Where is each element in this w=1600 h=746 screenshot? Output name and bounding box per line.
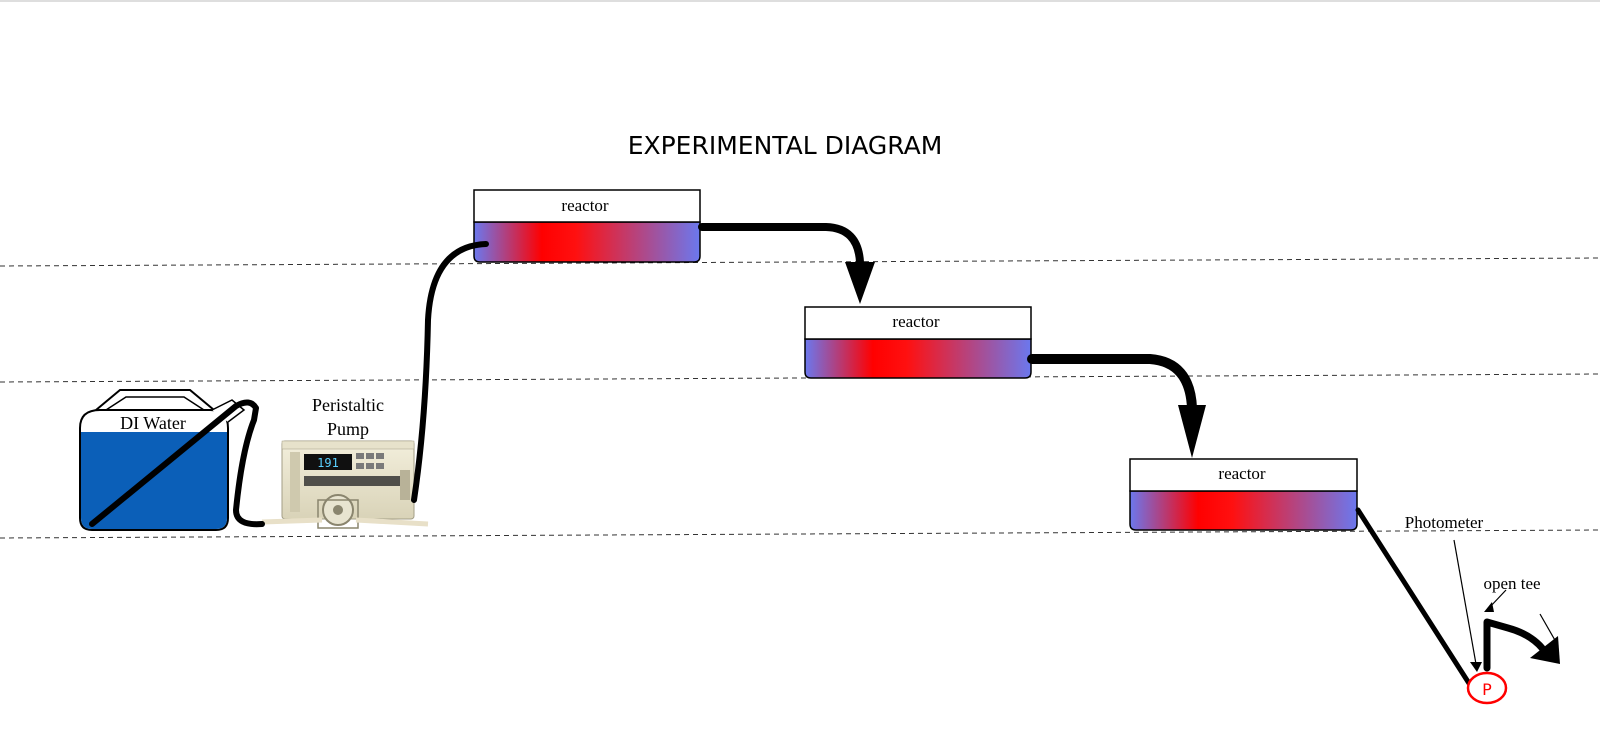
reactor-1-label: reactor bbox=[561, 196, 609, 215]
flow-arrow-1 bbox=[845, 262, 875, 304]
container-handle-inner bbox=[105, 396, 205, 411]
pump-key-1 bbox=[356, 453, 364, 459]
pump-brand-strip bbox=[304, 476, 400, 486]
di-water-container: DI Water bbox=[79, 389, 246, 531]
level-line-2 bbox=[0, 373, 1600, 383]
tube-source-to-pump bbox=[89, 399, 265, 528]
peristaltic-pump: Peristaltic Pump 191 bbox=[261, 395, 429, 529]
pump-display-value: 191 bbox=[317, 456, 339, 470]
pump-inlet-tube bbox=[261, 517, 323, 525]
reactor-1: reactor bbox=[473, 189, 701, 263]
pump-key-3 bbox=[376, 453, 384, 459]
tube-reactor-3-to-photometer bbox=[1355, 507, 1475, 691]
reactor-2-label: reactor bbox=[892, 312, 940, 331]
photometer: Photometer P bbox=[1405, 513, 1508, 705]
pump-key-5 bbox=[366, 463, 374, 469]
level-line-1 bbox=[0, 257, 1600, 267]
pump-switch bbox=[400, 470, 410, 500]
di-water-label: DI Water bbox=[120, 413, 186, 433]
pump-display bbox=[304, 454, 352, 470]
pump-rotor bbox=[333, 505, 343, 515]
photometer-symbol bbox=[1466, 671, 1508, 705]
reactor-3-fluid bbox=[1129, 490, 1358, 531]
tube-photometer-to-tee bbox=[1483, 618, 1546, 672]
pump-top bbox=[281, 440, 415, 450]
pump-key-6 bbox=[376, 463, 384, 469]
reactor-3-label: reactor bbox=[1218, 464, 1266, 483]
tube-reactor-2-to-3 bbox=[1027, 354, 1197, 413]
level-lines bbox=[0, 257, 1600, 539]
diagram-title: EXPERIMENTAL DIAGRAM bbox=[628, 131, 943, 160]
reactor-1-header bbox=[473, 189, 701, 223]
reactor-3-header bbox=[1129, 458, 1358, 492]
reactor-3: reactor bbox=[1129, 458, 1358, 531]
tube-reactor-1-to-2 bbox=[698, 223, 864, 272]
reactor-2-header bbox=[804, 306, 1032, 340]
photometer-pointer-tip bbox=[1470, 662, 1482, 672]
pump-outlet-tube bbox=[355, 517, 429, 527]
pump-side-panel bbox=[290, 452, 300, 512]
outlet-pointer bbox=[1539, 613, 1557, 643]
flow-arrow-outlet bbox=[1530, 636, 1560, 664]
open-tee: open tee bbox=[1483, 574, 1557, 643]
pump-label-line2: Pump bbox=[327, 419, 369, 439]
tubing bbox=[89, 223, 1546, 691]
pump-label-line1: Peristaltic bbox=[312, 395, 384, 415]
container-handle bbox=[95, 389, 215, 411]
open-tee-pointer-tip bbox=[1484, 602, 1494, 612]
photometer-symbol-label: P bbox=[1482, 680, 1492, 699]
reactor-2-fluid bbox=[804, 338, 1032, 379]
reactor-1-fluid bbox=[473, 221, 701, 263]
level-line-3 bbox=[0, 529, 1600, 539]
pump-key-4 bbox=[356, 463, 364, 469]
reactor-2: reactor bbox=[804, 306, 1032, 379]
flow-arrow-2 bbox=[1178, 405, 1206, 458]
pump-head-frame bbox=[317, 499, 359, 529]
tube-pump-to-reactor-1 bbox=[411, 241, 489, 503]
pump-key-2 bbox=[366, 453, 374, 459]
photometer-label: Photometer bbox=[1405, 513, 1484, 532]
photometer-pointer bbox=[1453, 539, 1477, 665]
open-tee-label: open tee bbox=[1483, 574, 1540, 593]
